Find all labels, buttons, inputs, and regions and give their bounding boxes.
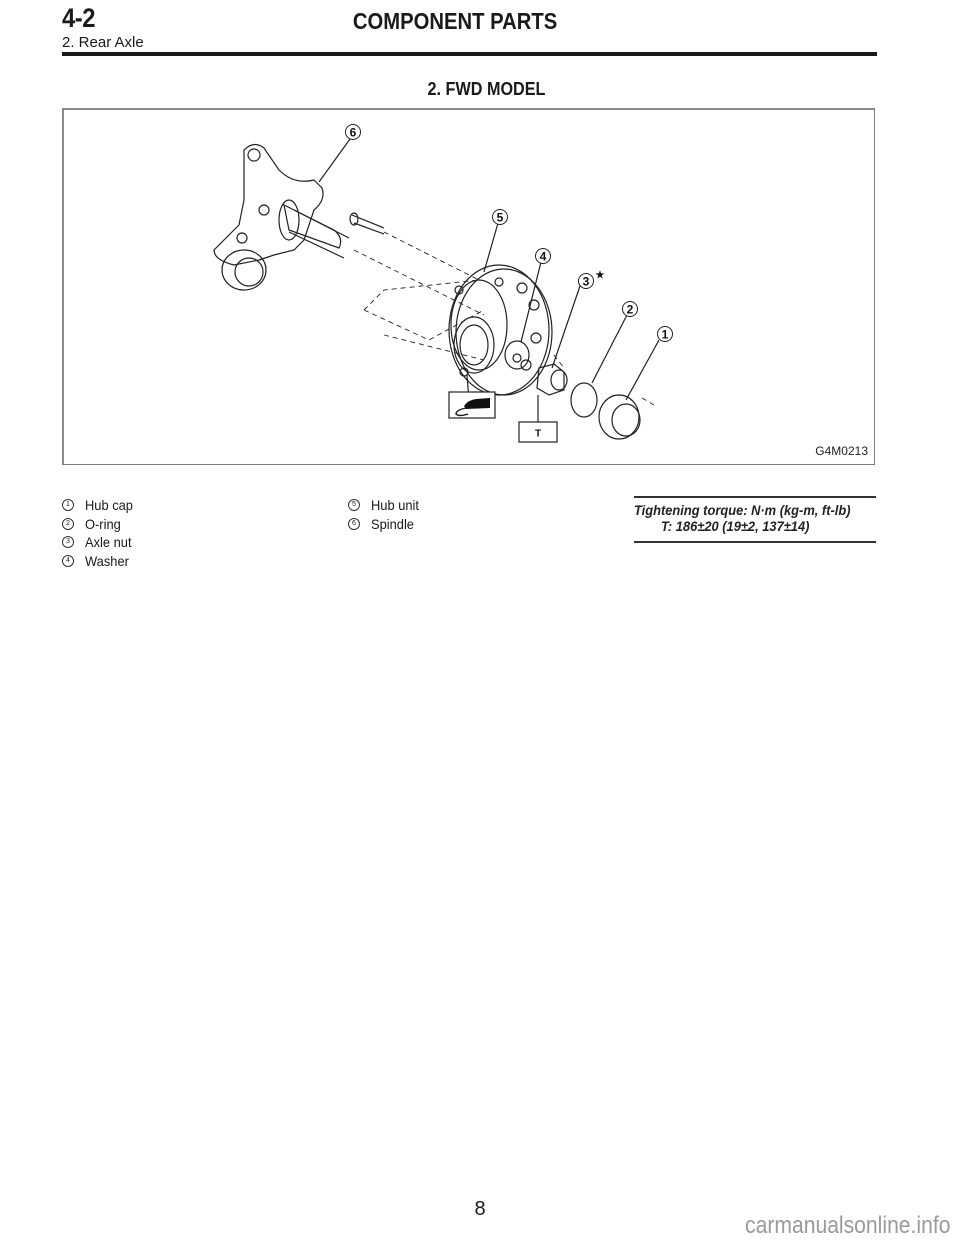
section-number: 4-2 <box>62 3 96 33</box>
legend-item: 5 Hub unit <box>348 496 423 515</box>
callout-5: 5 <box>492 209 508 225</box>
legend-item: 2 O-ring <box>62 515 137 534</box>
svg-text:6: 6 <box>350 126 357 140</box>
torque-value: T: 186±20 (19±2, 137±14) <box>661 518 810 534</box>
legend-number: 5 <box>348 499 360 512</box>
page-title: COMPONENT PARTS <box>0 8 960 35</box>
watermark: carmanualsonline.info <box>744 1212 950 1239</box>
figure-id: G4M0213 <box>815 444 868 458</box>
page-title-text: COMPONENT PARTS <box>352 8 558 34</box>
legend-number: 3 <box>62 536 74 549</box>
legend-item: 1 Hub cap <box>62 496 137 515</box>
torque-rule-bottom <box>634 541 876 543</box>
grease-applicator-icon <box>448 391 496 419</box>
legend-number: 2 <box>62 517 74 530</box>
callout-1: 1 <box>657 326 673 342</box>
legend-label: Axle nut <box>85 534 132 550</box>
legend-label: Hub unit <box>371 497 419 513</box>
legend-item: 4 Washer <box>62 552 137 571</box>
page-number: 8 <box>474 1198 486 1220</box>
callout-2: 2 <box>622 301 638 317</box>
torque-box: T <box>518 421 558 443</box>
torque-heading: Tightening torque: N·m (kg-m, ft-lb) <box>634 502 851 518</box>
svg-text:4: 4 <box>540 250 547 264</box>
legend-item: 6 Spindle <box>348 515 423 534</box>
exploded-diagram: 6 5 4 3 ★ 2 1 T G4M0213 <box>62 108 875 465</box>
torque-rule-top <box>634 496 876 498</box>
legend-label: Washer <box>85 552 129 569</box>
spindle-body <box>213 143 324 266</box>
callout-6: 6 <box>345 124 361 140</box>
legend-number: 1 <box>62 499 74 512</box>
legend-number: 4 <box>62 554 74 567</box>
svg-text:1: 1 <box>662 328 669 342</box>
svg-text:5: 5 <box>497 211 504 225</box>
section-title: 2. FWD MODEL <box>0 79 960 100</box>
callout-3: 3 <box>578 273 594 289</box>
header-divider <box>62 52 877 56</box>
legend-label: O-ring <box>85 515 121 532</box>
rear-axle-exploded-view: 6 5 4 3 ★ 2 1 T <box>213 124 673 443</box>
callout-4: 4 <box>535 248 551 264</box>
torque-box-label: T <box>535 429 541 440</box>
legend-column-1: 1 Hub cap 2 O-ring 3 Axle nut 4 Washer <box>62 496 137 570</box>
page-subtitle: 2. Rear Axle <box>62 34 144 51</box>
legend-column-2: 5 Hub unit 6 Spindle <box>348 496 423 533</box>
tightening-torque-box: Tightening torque: N·m (kg-m, ft-lb) T: … <box>634 496 876 543</box>
star-marker: ★ <box>596 270 605 281</box>
legend-label: Spindle <box>371 515 414 532</box>
svg-text:2: 2 <box>627 303 634 317</box>
section-title-text: 2. FWD MODEL <box>427 79 545 99</box>
legend-label: Hub cap <box>85 497 133 513</box>
svg-text:3: 3 <box>583 275 590 289</box>
legend-item: 3 Axle nut <box>62 533 137 552</box>
legend-number: 6 <box>348 517 360 530</box>
